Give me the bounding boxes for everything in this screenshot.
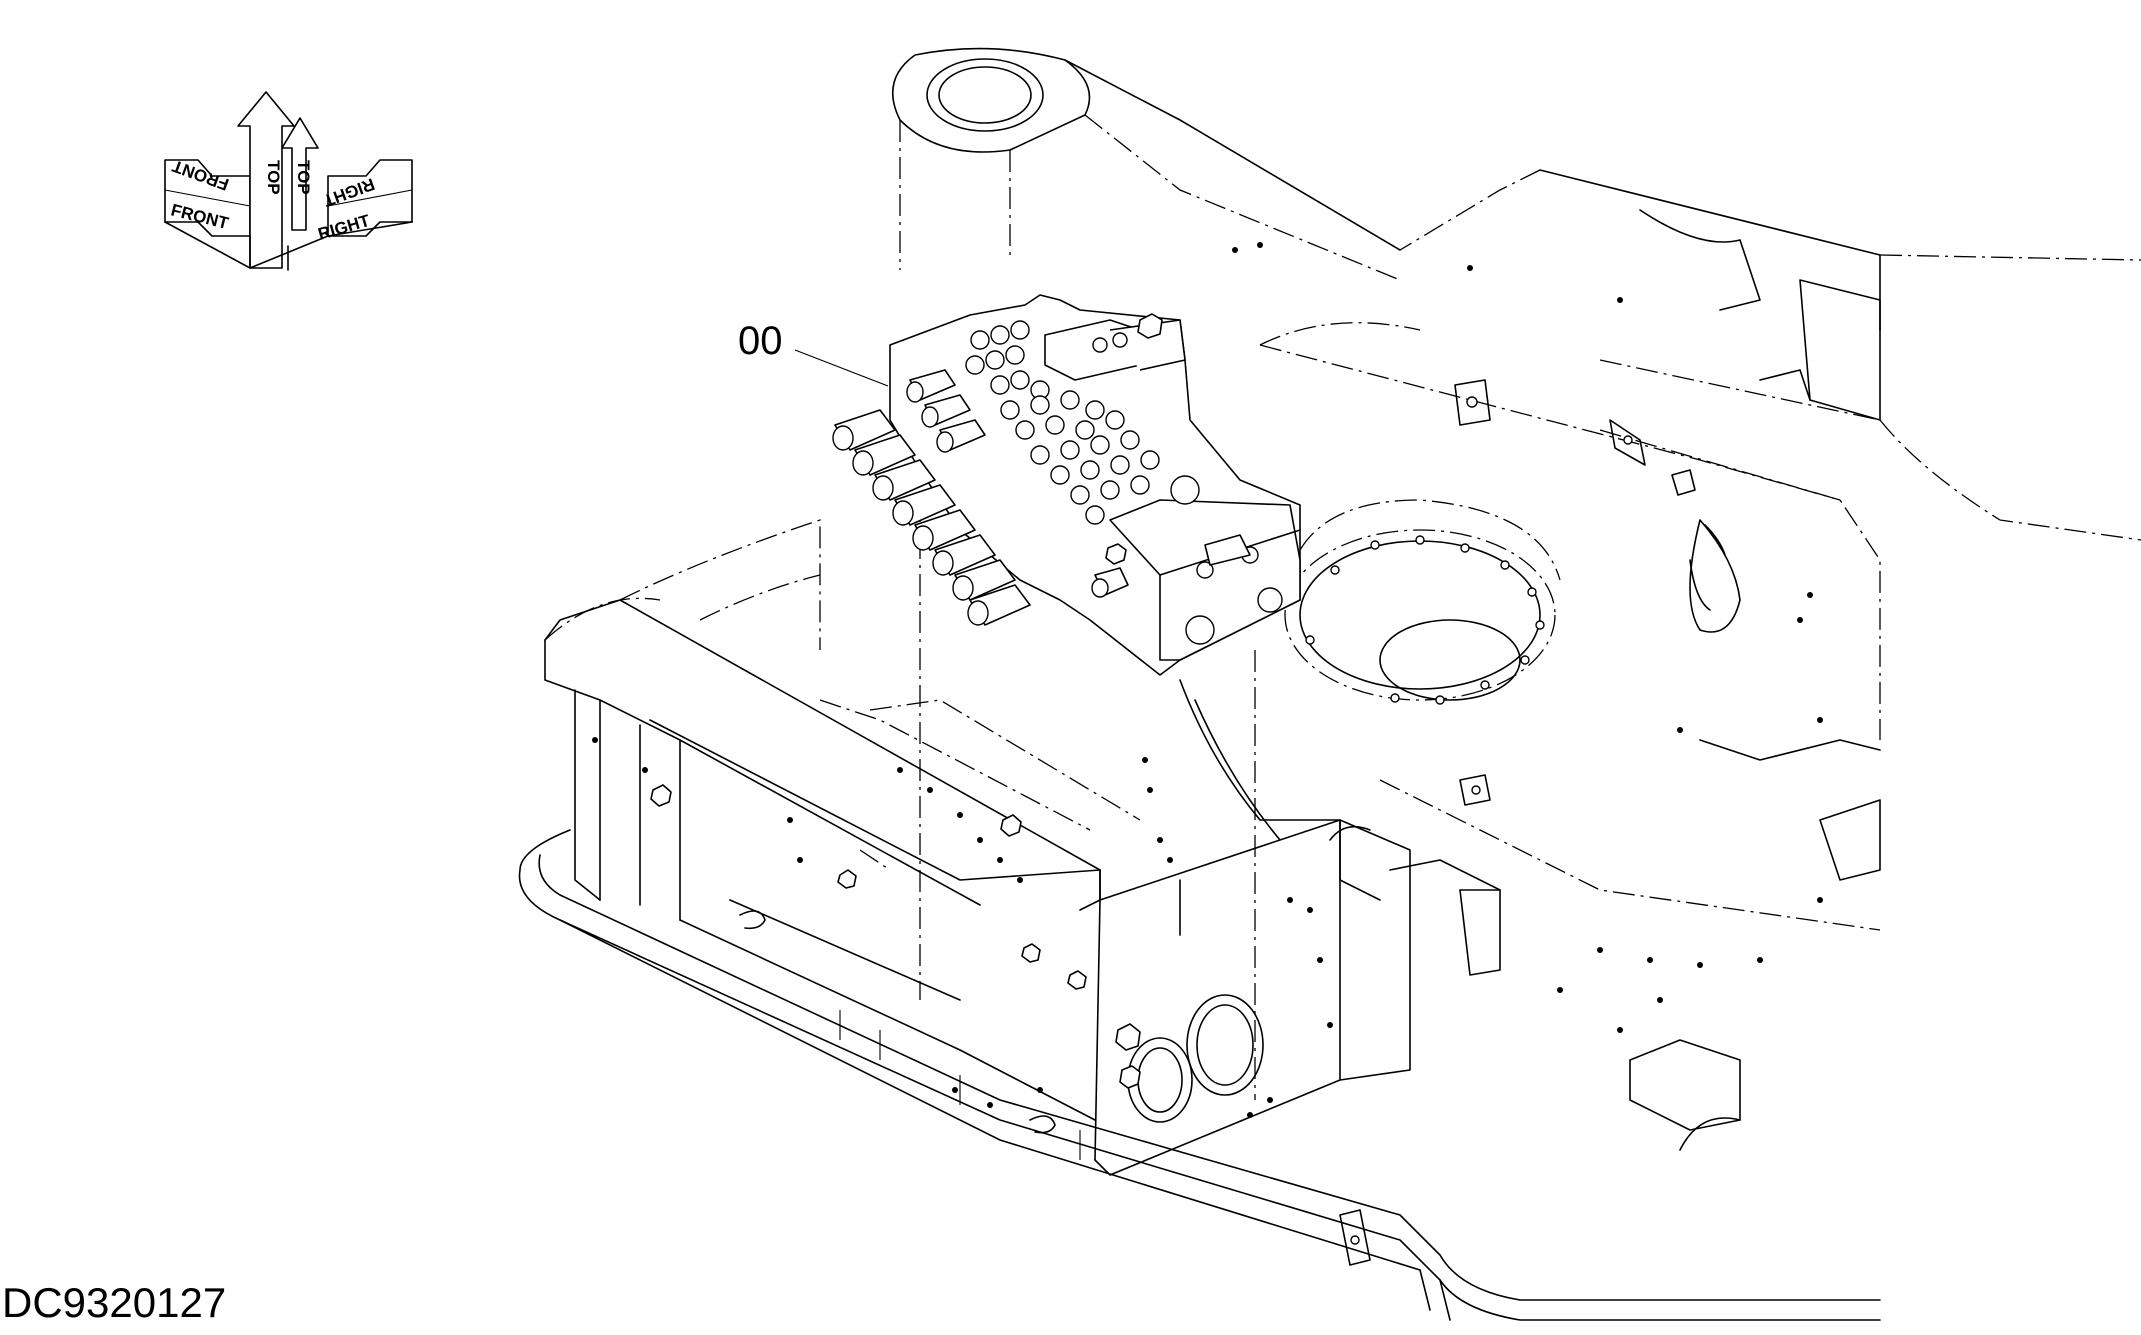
valve-spool-caps <box>832 369 1129 626</box>
upper-frame <box>891 47 2141 1151</box>
deck-holes <box>1232 242 1823 1033</box>
valve-ports <box>965 320 1200 525</box>
control-valve-assembly <box>832 294 1301 676</box>
slew-ring-holes <box>1305 535 1545 705</box>
callout-00: 00 <box>738 319 889 387</box>
orientation-top-back-label: TOP <box>294 160 313 195</box>
callout-00-label: 00 <box>738 319 783 363</box>
orientation-top-label: TOP <box>264 160 283 195</box>
orientation-arrows-icon: FRONT FRONT TOP TOP RIGHT RIGHT <box>164 91 413 271</box>
floor-holes <box>592 737 1173 1108</box>
drawing-code: DC9320127 <box>2 1279 227 1326</box>
lower-frame <box>518 500 1881 1321</box>
